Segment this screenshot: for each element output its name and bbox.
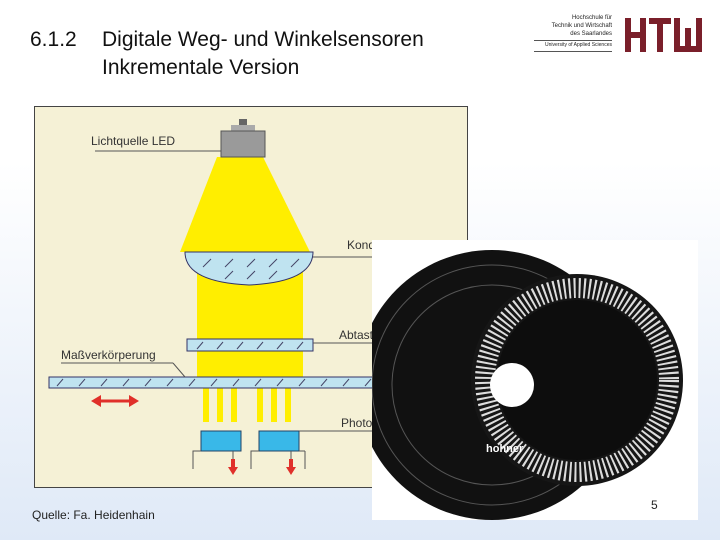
title-line-2: Inkrementale Version xyxy=(102,56,300,79)
light-beam-upper xyxy=(180,157,310,252)
title-line-1: Digitale Weg- und Winkelsensoren xyxy=(102,28,424,51)
page-number: 5 xyxy=(651,498,658,512)
brand-text: hohner xyxy=(486,443,524,455)
led-light-source-icon xyxy=(220,119,266,158)
source-note: Quelle: Fa. Heidenhain xyxy=(32,508,155,522)
encoder-disc-photo: hohner xyxy=(372,240,698,520)
slide-title: 6.1.2 Digitale Weg- und Winkelsensoren In… xyxy=(30,26,424,82)
scanning-plate xyxy=(186,338,314,352)
condenser-lens xyxy=(184,251,314,286)
section-number: 6.1.2 xyxy=(30,28,77,51)
university-name-line-1: Hochschule für xyxy=(571,15,612,21)
light-beam-fingers xyxy=(203,377,291,422)
university-name-line-3: des Saarlandes xyxy=(570,31,612,37)
label-scale: Maßverkörperung xyxy=(61,348,156,362)
photo-element-right xyxy=(258,430,300,452)
label-led: Lichtquelle LED xyxy=(91,134,175,148)
disc-slit-ring xyxy=(475,278,679,482)
university-name-line-4: University of Applied Sciences xyxy=(534,40,612,49)
movement-arrow-icon xyxy=(91,395,139,407)
university-name-line-2: Technik und Wirtschaft xyxy=(551,23,612,29)
disc-hub xyxy=(490,363,534,407)
university-name: Hochschule für Technik und Wirtschaft de… xyxy=(534,14,612,52)
htw-logo-icon xyxy=(625,18,702,52)
photo-element-left xyxy=(200,430,242,452)
output-arrow-icon xyxy=(228,459,296,475)
